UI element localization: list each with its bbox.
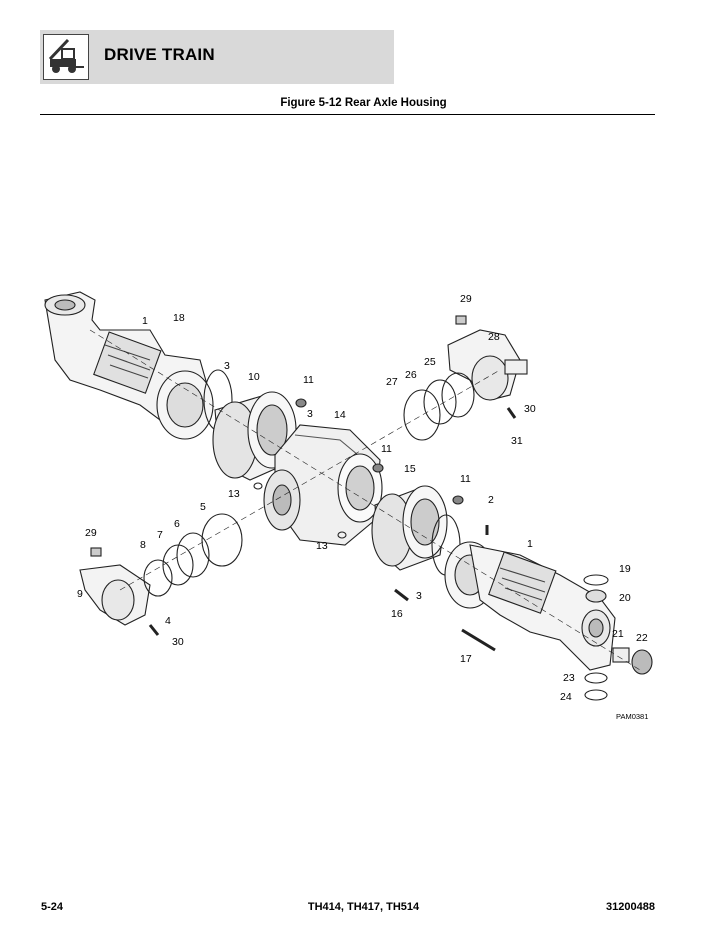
svg-text:10: 10 — [248, 371, 260, 383]
svg-text:13: 13 — [228, 488, 240, 500]
seal-8 — [143, 559, 173, 597]
section-header — [40, 30, 394, 84]
seal-26 — [423, 379, 457, 425]
svg-text:3: 3 — [224, 360, 230, 372]
svg-text:11: 11 — [381, 443, 392, 455]
washer-23 — [584, 672, 608, 684]
svg-text:7: 7 — [157, 529, 163, 541]
pin-21 — [612, 647, 630, 663]
washer-19 — [583, 574, 609, 586]
bolt-16 — [394, 588, 409, 602]
header-rule — [40, 114, 655, 115]
svg-text:1: 1 — [527, 538, 533, 550]
planetary-housing-10 — [212, 391, 297, 481]
thrust-washer-5 — [201, 513, 243, 567]
drawing-id: PAM0381 — [616, 712, 648, 721]
model-list: TH414, TH417, TH514 — [307, 901, 420, 913]
svg-text:25: 25 — [424, 356, 436, 368]
svg-text:22: 22 — [636, 632, 648, 644]
svg-text:21: 21 — [612, 628, 624, 640]
svg-text:9: 9 — [77, 588, 83, 600]
svg-text:31: 31 — [511, 435, 523, 447]
center-housing-14 — [263, 424, 383, 546]
washer-24 — [584, 689, 608, 701]
svg-text:3: 3 — [307, 408, 313, 420]
svg-text:19: 19 — [619, 563, 631, 575]
svg-text:23: 23 — [563, 672, 575, 684]
svg-text:11: 11 — [303, 374, 314, 386]
svg-text:11: 11 — [460, 473, 471, 485]
svg-text:13: 13 — [316, 540, 328, 552]
gear-22 — [631, 649, 653, 675]
seal-6 — [176, 532, 210, 578]
svg-text:8: 8 — [140, 539, 146, 551]
left-axle-housing — [44, 291, 214, 440]
forklift-icon — [43, 34, 89, 80]
svg-text:27: 27 — [386, 376, 398, 388]
svg-text:16: 16 — [391, 608, 403, 620]
trunnion-bracket-9 — [79, 564, 151, 626]
svg-text:3: 3 — [416, 590, 422, 602]
page-number: 5-24 — [41, 901, 64, 913]
svg-text:2: 2 — [488, 494, 494, 506]
svg-text:14: 14 — [334, 409, 346, 421]
trunnion-bracket-28 — [447, 329, 528, 401]
svg-text:4: 4 — [165, 615, 171, 627]
svg-text:1: 1 — [142, 315, 148, 327]
document-number: 31200488 — [606, 901, 655, 913]
svg-text:29: 29 — [85, 527, 97, 539]
figure-title: Figure 5-12 Rear Axle Housing — [280, 97, 447, 109]
svg-text:30: 30 — [172, 636, 184, 648]
svg-text:20: 20 — [619, 592, 631, 604]
svg-text:26: 26 — [405, 369, 417, 381]
grease-fitting-29 — [455, 315, 467, 325]
bolt-17 — [461, 628, 496, 652]
svg-text:28: 28 — [488, 331, 500, 343]
planetary-housing-15 — [371, 485, 448, 571]
svg-text:24: 24 — [560, 691, 572, 703]
svg-text:6: 6 — [174, 518, 180, 530]
svg-text:18: 18 — [173, 312, 185, 324]
bushing-25 — [441, 372, 475, 418]
bushing-7 — [162, 544, 194, 586]
section-title: DRIVE TRAIN — [104, 45, 215, 64]
svg-text:30: 30 — [524, 403, 536, 415]
right-axle-housing — [444, 541, 616, 671]
bushing-20 — [585, 589, 607, 603]
svg-text:17: 17 — [460, 653, 472, 665]
svg-text:29: 29 — [460, 293, 472, 305]
svg-text:5: 5 — [200, 501, 206, 513]
thrust-washer-27 — [403, 389, 441, 441]
svg-text:15: 15 — [404, 463, 416, 475]
grease-fitting-29b — [90, 547, 102, 557]
